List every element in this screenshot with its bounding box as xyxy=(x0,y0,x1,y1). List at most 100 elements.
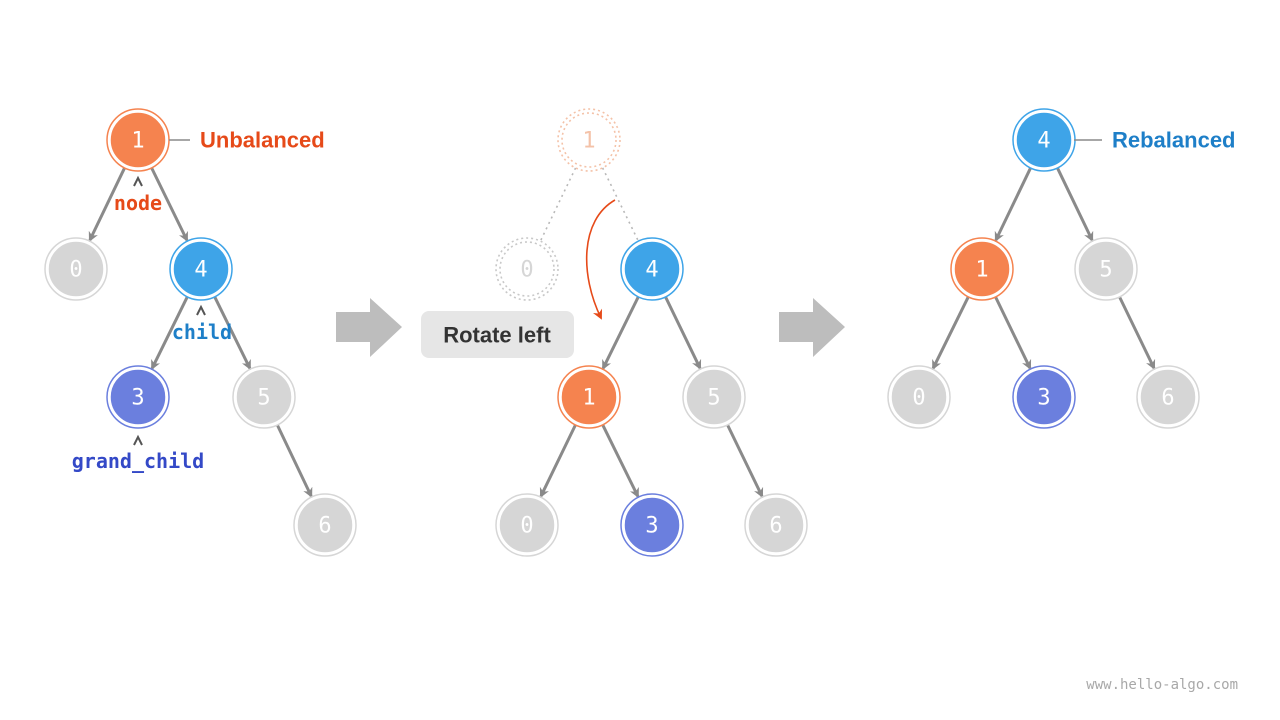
node-value: 3 xyxy=(131,386,144,411)
edge-c1-c0 xyxy=(931,296,970,371)
edge-a1-a4 xyxy=(150,167,189,243)
node-outer-ring xyxy=(169,237,233,301)
node-outer-ring xyxy=(232,365,296,429)
node-circle xyxy=(47,240,105,298)
edge-a4-a5 xyxy=(213,296,252,371)
edge-a1-a0 xyxy=(88,167,126,242)
node-outer-ring xyxy=(1012,365,1076,429)
node-value: 1 xyxy=(582,386,595,411)
child-pointer-icon xyxy=(196,304,206,316)
node-value: 1 xyxy=(131,129,144,154)
edge-b5-b6 xyxy=(726,424,764,499)
tree-node-b6: 6 xyxy=(744,493,808,557)
node-outer-ring xyxy=(106,365,170,429)
node-circle xyxy=(623,496,681,554)
node-outer-ring xyxy=(44,237,108,301)
node-outer-ring xyxy=(887,365,951,429)
node-outer-ring xyxy=(950,237,1014,301)
edge-c1-c3 xyxy=(994,296,1032,371)
node-circle xyxy=(109,111,167,169)
tree-node-a0: 0 xyxy=(44,237,108,301)
nodes-layer: 1 0 4 3 5 6 1 0 4 1 5 0 3 6 4 1 5 0 3 6 xyxy=(44,108,1200,557)
tree-node-b3: 3 xyxy=(620,493,684,557)
tree-node-b0: 0 xyxy=(495,493,559,557)
edge-b1-b0 xyxy=(539,424,577,499)
node-pointer-label: node xyxy=(114,191,162,215)
node-value: 5 xyxy=(707,386,720,411)
tree-node-a3: 3 xyxy=(106,365,170,429)
node-outer-ring xyxy=(495,237,559,301)
tree-node-a4: 4 xyxy=(169,237,233,301)
tree-node-a5: 5 xyxy=(232,365,296,429)
node-value: 3 xyxy=(645,514,658,539)
node-circle xyxy=(685,368,743,426)
ghost-edge-b1g-b0g xyxy=(540,167,577,241)
tree-node-a6: 6 xyxy=(293,493,357,557)
node-value: 6 xyxy=(1161,386,1174,411)
node-value: 0 xyxy=(520,514,533,539)
tree-node-b0g: 0 xyxy=(495,237,559,301)
rotate-left-badge xyxy=(421,311,574,358)
node-value: 4 xyxy=(194,258,207,283)
node-circle xyxy=(498,496,556,554)
edge-b4-b5 xyxy=(664,296,702,371)
node-value: 4 xyxy=(645,258,658,283)
node-circle xyxy=(890,368,948,426)
node-value: 0 xyxy=(520,258,533,283)
edge-b1-b3 xyxy=(601,424,640,499)
tree-node-a1: 1 xyxy=(106,108,170,172)
node-value: 5 xyxy=(1099,258,1112,283)
node-outer-ring xyxy=(1074,237,1138,301)
edge-c4-c5 xyxy=(1056,167,1094,242)
grand-child-pointer-icon xyxy=(133,434,143,446)
unbalanced-label: Unbalanced xyxy=(200,128,325,153)
node-outer-ring xyxy=(495,493,559,557)
node-inner-ring xyxy=(561,112,617,168)
node-inner-ring xyxy=(499,241,555,297)
node-outer-ring xyxy=(682,365,746,429)
node-value: 5 xyxy=(257,386,270,411)
grand-child-pointer-label: grand_child xyxy=(72,449,204,473)
node-outer-ring xyxy=(557,108,621,172)
transition-arrow-1-icon xyxy=(336,298,402,357)
node-outer-ring xyxy=(620,493,684,557)
node-value: 1 xyxy=(975,258,988,283)
node-value: 4 xyxy=(1037,129,1050,154)
node-circle xyxy=(560,368,618,426)
edge-c5-c6 xyxy=(1118,296,1156,371)
node-circle xyxy=(953,240,1011,298)
transition-arrow-2-icon xyxy=(779,298,845,357)
node-value: 6 xyxy=(769,514,782,539)
node-outer-ring xyxy=(744,493,808,557)
tree-node-c3: 3 xyxy=(1012,365,1076,429)
edge-a4-a3 xyxy=(150,296,189,371)
node-value: 6 xyxy=(318,514,331,539)
node-circle xyxy=(296,496,354,554)
node-circle xyxy=(235,368,293,426)
tree-node-c1: 1 xyxy=(950,237,1014,301)
node-value: 0 xyxy=(912,386,925,411)
tree-node-c5: 5 xyxy=(1074,237,1138,301)
node-value: 3 xyxy=(1037,386,1050,411)
node-circle xyxy=(1015,368,1073,426)
node-circle xyxy=(1077,240,1135,298)
tree-node-c6: 6 xyxy=(1136,365,1200,429)
node-pointer-icon xyxy=(133,175,143,187)
edge-a5-a6 xyxy=(275,424,313,498)
tree-node-b1g: 1 xyxy=(557,108,621,172)
rotate-left-label: Rotate left xyxy=(443,323,551,348)
node-circle xyxy=(623,240,681,298)
edge-c4-c1 xyxy=(994,167,1032,242)
rebalanced-label: Rebalanced xyxy=(1112,128,1236,153)
child-pointer-label: child xyxy=(172,320,232,344)
node-outer-ring xyxy=(620,237,684,301)
node-circle xyxy=(1015,111,1073,169)
tree-node-c4: 4 xyxy=(1012,108,1076,172)
tree-node-b1: 1 xyxy=(557,365,621,429)
edges-layer xyxy=(88,167,1156,499)
node-outer-ring xyxy=(557,365,621,429)
node-value: 0 xyxy=(69,258,82,283)
node-circle xyxy=(109,368,167,426)
tree-node-b4: 4 xyxy=(620,237,684,301)
tree-node-c0: 0 xyxy=(887,365,951,429)
